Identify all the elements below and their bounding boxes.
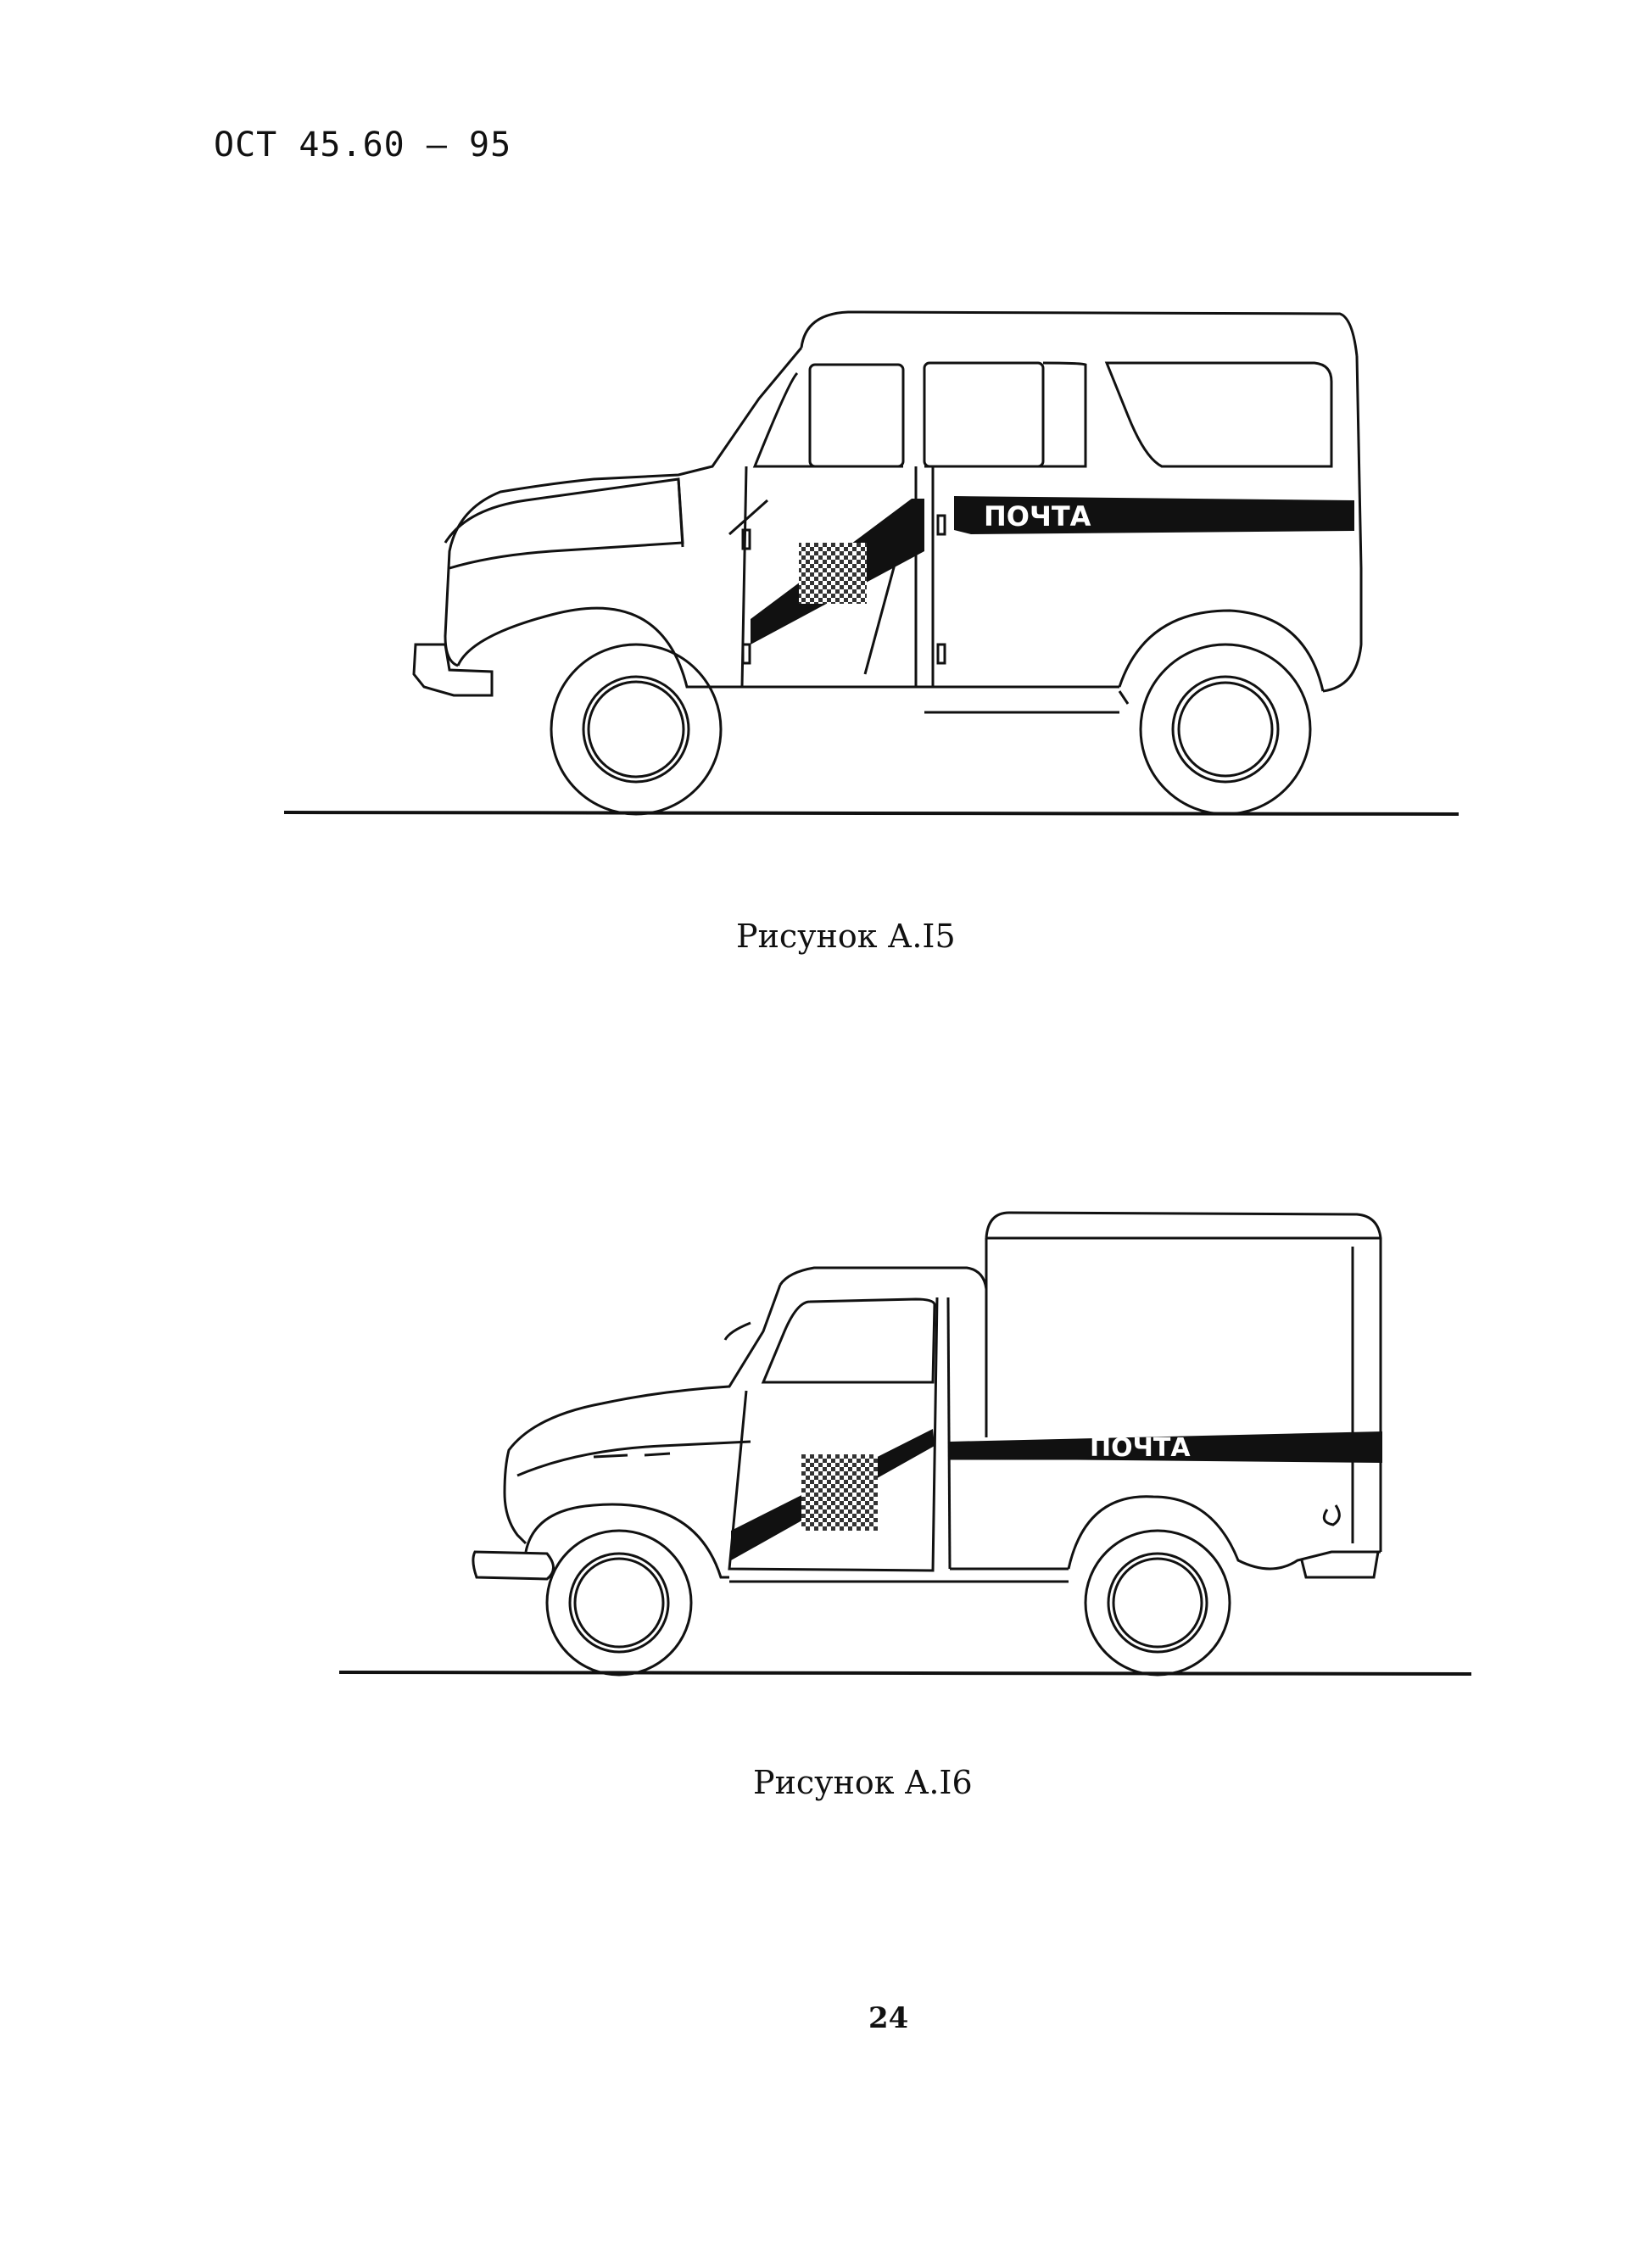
figure-suv-postal-vehicle: ПОЧТА xyxy=(283,310,1459,816)
document-code: ОСТ 45.60 – 95 xyxy=(214,126,512,165)
postal-sign-text: ПОЧТА xyxy=(984,500,1091,533)
figure-caption-a15: Рисунок А.I5 xyxy=(736,918,956,955)
page-number: 24 xyxy=(868,2001,909,2035)
postal-sign-text: ПОЧТА xyxy=(1090,1433,1191,1463)
figure-pickup-postal-vehicle: ПОЧТА xyxy=(338,1211,1472,1677)
figure-caption-a16: Рисунок А.I6 xyxy=(753,1764,973,1801)
